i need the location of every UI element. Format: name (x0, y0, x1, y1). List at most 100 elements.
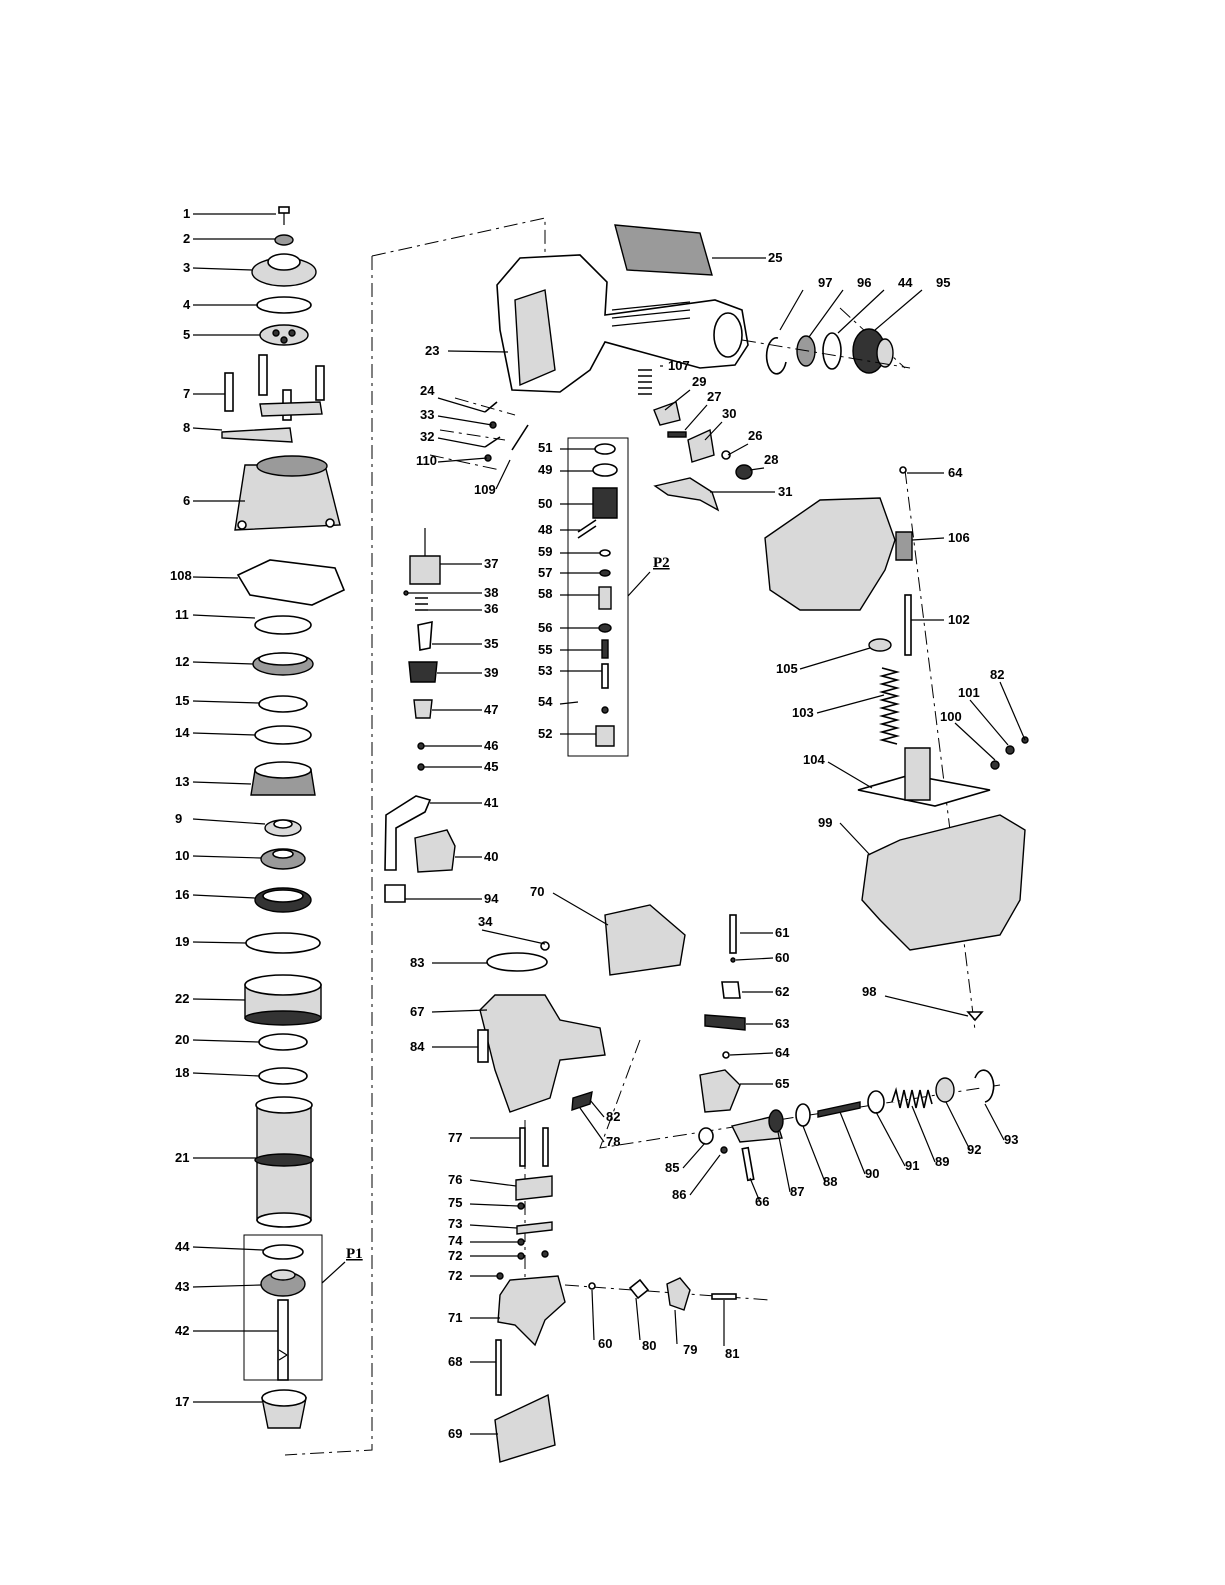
callout-label: 60 (775, 950, 789, 965)
part-20-o-ring (258, 1033, 308, 1051)
callout-leader (447, 350, 509, 353)
callout-label: 103 (792, 705, 814, 720)
callout-label: 69 (448, 1426, 462, 1441)
callout-label: 33 (420, 407, 434, 422)
part-107-spring (638, 369, 652, 395)
callout-leader (684, 404, 708, 431)
callout-label: 56 (538, 620, 552, 635)
callout-label: 92 (967, 1142, 981, 1157)
assembly-outline-lower (429, 397, 516, 471)
callout-label: 70 (530, 884, 544, 899)
callout-label: 68 (448, 1354, 462, 1369)
callout-label: 3 (183, 260, 190, 275)
callout-label: 45 (484, 759, 498, 774)
part-21-cylinder (254, 1096, 314, 1228)
callout-leader (884, 995, 969, 1017)
callout-label: 42 (175, 1323, 189, 1338)
part-10-seal (260, 848, 306, 870)
callout-leader (827, 761, 873, 789)
trigger-axis-line (524, 1120, 771, 1301)
p2-valve-parts (577, 443, 618, 747)
p2-group-box (567, 437, 629, 757)
callout-label: 67 (410, 1004, 424, 1019)
trigger-assembly-parts (699, 914, 746, 1113)
callout-label: 41 (484, 795, 498, 810)
callout-leader (469, 1203, 519, 1207)
callouts: 1234578610811121514139101619222018214443… (170, 206, 1026, 1441)
callout-label: 8 (183, 420, 190, 435)
callout-leader (192, 1039, 260, 1043)
part-22-cylinder-sleeve (244, 974, 322, 1026)
callout-label: 66 (755, 1194, 769, 1209)
callout-leader (837, 289, 885, 334)
callout-leader (674, 1309, 678, 1345)
callout-label: 76 (448, 1172, 462, 1187)
callout-label: 12 (175, 654, 189, 669)
part-8-bracket (221, 401, 323, 443)
callout-label: 85 (665, 1160, 679, 1175)
callout-leader (192, 781, 252, 785)
callout-leader (192, 894, 256, 899)
callout-label: 35 (484, 636, 498, 651)
part-19-o-ring (245, 932, 321, 954)
part-25-air-filter (614, 224, 713, 276)
callout-leader (749, 1177, 761, 1203)
callout-label: 40 (484, 849, 498, 864)
callout-label: 80 (642, 1338, 656, 1353)
callout-label: 27 (707, 389, 721, 404)
part-44-o-ring (262, 1244, 304, 1260)
assembly-outline (284, 217, 546, 1456)
callout-label: 23 (425, 343, 439, 358)
callout-label: 34 (478, 914, 493, 929)
callout-leader (437, 457, 488, 463)
callout-leader (192, 855, 262, 859)
callout-label: 39 (484, 665, 498, 680)
callout-label: 104 (803, 752, 825, 767)
callout-leader (469, 1224, 518, 1229)
callout-leader (911, 1105, 936, 1163)
callout-label: 18 (175, 1065, 189, 1080)
callout-label: 36 (484, 601, 498, 616)
callout-label: 109 (474, 482, 496, 497)
callout-label: 48 (538, 522, 552, 537)
callout-label: 72 (448, 1248, 462, 1263)
callout-leader (481, 929, 546, 945)
callout-leader (954, 722, 996, 761)
callout-label: 11 (175, 607, 189, 622)
callout-label: 83 (410, 955, 424, 970)
callout-label: 53 (538, 663, 552, 678)
callout-label: 74 (448, 1233, 463, 1248)
callout-leader (735, 957, 774, 961)
callout-leader (431, 1009, 488, 1013)
valve-stem-row (698, 1069, 995, 1182)
callout-leader (635, 1297, 641, 1341)
callout-leader (495, 459, 511, 490)
callout-label: 54 (538, 694, 553, 709)
callout-label: 57 (538, 565, 552, 580)
callout-label: 50 (538, 496, 552, 511)
callout-leader (192, 732, 256, 736)
callout-label: 60 (598, 1336, 612, 1351)
callout-leader (875, 1111, 906, 1167)
callout-leader (704, 421, 723, 441)
callout-label: 102 (948, 612, 970, 627)
callout-leader (749, 467, 765, 471)
callout-label: 59 (538, 544, 552, 559)
callout-label: 105 (776, 661, 798, 676)
body-axis-line (839, 307, 906, 369)
callout-leader (777, 1131, 791, 1193)
callout-label: 82 (606, 1109, 620, 1124)
callout-label: 17 (175, 1394, 189, 1409)
callout-leader (192, 1284, 262, 1288)
callout-label: 14 (175, 725, 190, 740)
part-17-bumper (261, 1389, 307, 1429)
callout-label: 96 (857, 275, 871, 290)
callout-leader (874, 289, 923, 331)
callout-label: 9 (175, 811, 182, 826)
callout-label: 106 (948, 530, 970, 545)
callout-leader (799, 647, 871, 670)
callout-label: 29 (692, 374, 706, 389)
callout-label: 5 (183, 327, 190, 342)
callout-leader (689, 1154, 721, 1196)
